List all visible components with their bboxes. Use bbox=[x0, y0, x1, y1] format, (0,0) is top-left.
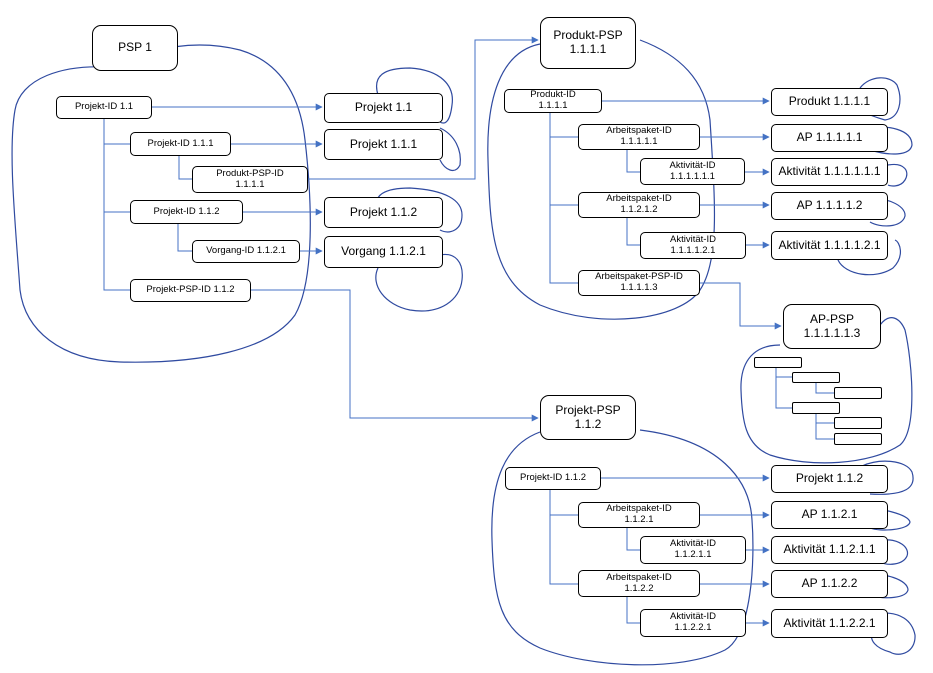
connector bbox=[178, 156, 192, 180]
produkt-1-1-1-1[interactable]: Produkt 1.1.1.1 bbox=[771, 88, 888, 116]
aktivitaet-1-1-2-2-1[interactable]: Aktivität 1.1.2.2.1 bbox=[771, 609, 888, 638]
ap-psp-mini-box bbox=[834, 433, 882, 445]
aktivitaet-1-1-1-1-1-1[interactable]: Aktivität 1.1.1.1.1.1 bbox=[771, 158, 888, 186]
arbeitspaket-id-2-rc[interactable]: Arbeitspaket-ID 1.1.2.2 bbox=[578, 570, 700, 597]
vorgang-1-1-2-1[interactable]: Vorgang 1.1.2.1 bbox=[324, 236, 443, 268]
aktivitaet-1-1-1-1-2-1[interactable]: Aktivität 1.1.1.1.2.1 bbox=[771, 231, 888, 260]
arbeitspaket-psp-id[interactable]: Arbeitspaket-PSP-ID 1.1.1.1.3 bbox=[578, 270, 700, 296]
arbeitspaket-id-2[interactable]: Arbeitspaket-ID 1.1.2.1.2 bbox=[578, 192, 700, 218]
aktivitaet-id-2-rc[interactable]: Aktivität-ID 1.1.2.2.1 bbox=[640, 609, 746, 637]
aktivitaet-id-2[interactable]: Aktivität-ID 1.1.1.1.2.1 bbox=[640, 232, 746, 259]
ap-1-1-1-1-2[interactable]: AP 1.1.1.1.2 bbox=[771, 192, 888, 220]
projekt-psp-id[interactable]: Projekt-PSP-ID 1.1.2 bbox=[130, 279, 251, 302]
connector bbox=[815, 414, 834, 440]
ap-1-1-2-1[interactable]: AP 1.1.2.1 bbox=[771, 501, 888, 529]
cloud-projekt-1-1-1 bbox=[439, 127, 461, 172]
connector bbox=[308, 36, 539, 180]
cloud-produkt-psp bbox=[487, 39, 716, 320]
projekt-1-1-1[interactable]: Projekt 1.1.1 bbox=[324, 129, 443, 160]
arbeitspaket-id-1[interactable]: Arbeitspaket-ID 1.1.1.1.1 bbox=[578, 124, 700, 150]
connector bbox=[775, 368, 792, 409]
cloud-akt-2-rc bbox=[870, 612, 916, 655]
ap-1-1-2-2[interactable]: AP 1.1.2.2 bbox=[771, 570, 888, 598]
connector bbox=[700, 282, 782, 330]
ap-psp-mini-box bbox=[792, 372, 840, 383]
cloud-psp1 bbox=[11, 44, 311, 363]
connector bbox=[549, 113, 578, 284]
connector bbox=[626, 597, 640, 624]
cloud-ap-psp bbox=[740, 317, 913, 464]
cloud-vorgang-1-1-2-1 bbox=[375, 253, 463, 312]
connectors bbox=[103, 36, 834, 627]
produkt-psp-title[interactable]: Produkt-PSP 1.1.1.1 bbox=[540, 17, 636, 69]
connector bbox=[251, 289, 539, 422]
aktivitaet-1-1-2-1-1[interactable]: Aktivität 1.1.2.1.1 bbox=[771, 536, 888, 564]
projekt-id-1-1[interactable]: Projekt-ID 1.1 bbox=[56, 96, 152, 119]
projekt-1-1-2-rc[interactable]: Projekt 1.1.2 bbox=[771, 465, 888, 493]
projekt-id-1-1-2-rc[interactable]: Projekt-ID 1.1.2 bbox=[505, 467, 601, 490]
cloud-produkt bbox=[859, 77, 901, 121]
projekt-id-1-1-1[interactable]: Projekt-ID 1.1.1 bbox=[130, 132, 231, 156]
connector bbox=[626, 528, 640, 551]
projekt-1-1-2[interactable]: Projekt 1.1.2 bbox=[324, 197, 443, 228]
projekt-psp-title[interactable]: Projekt-PSP 1.1.2 bbox=[540, 395, 636, 440]
cloud-projekt-rc bbox=[861, 460, 914, 495]
cloud-projekt-1-1-2 bbox=[376, 187, 463, 233]
cloud-akt-1-rc bbox=[879, 539, 909, 565]
projekt-id-1-1-2[interactable]: Projekt-ID 1.1.2 bbox=[130, 200, 243, 224]
cloud-akt-2 bbox=[837, 239, 901, 276]
cloud-akt-1 bbox=[887, 163, 908, 187]
arbeitspaket-id-1-rc[interactable]: Arbeitspaket-ID 1.1.2.1 bbox=[578, 502, 700, 528]
produkt-id[interactable]: Produkt-ID 1.1.1.1 bbox=[504, 89, 602, 113]
ap-psp-mini-box bbox=[792, 402, 840, 414]
aktivitaet-id-1-rc[interactable]: Aktivität-ID 1.1.2.1.1 bbox=[640, 536, 746, 564]
ap-1-1-1-1-1[interactable]: AP 1.1.1.1.1 bbox=[771, 124, 888, 152]
ap-psp-title[interactable]: AP-PSP 1.1.1.1.1.3 bbox=[783, 304, 881, 349]
ap-psp-mini-box bbox=[834, 417, 882, 429]
aktivitaet-id-1[interactable]: Aktivität-ID 1.1.1.1.1.1 bbox=[640, 158, 745, 185]
ap-psp-mini-box bbox=[834, 387, 882, 399]
ap-psp-mini-box bbox=[754, 357, 802, 368]
connector bbox=[177, 224, 192, 252]
psp1-title[interactable]: PSP 1 bbox=[92, 25, 178, 71]
projekt-1-1[interactable]: Projekt 1.1 bbox=[324, 93, 443, 123]
connector bbox=[626, 150, 640, 173]
vorgang-id[interactable]: Vorgang-ID 1.1.2.1 bbox=[192, 240, 300, 263]
cloud-projekt-1-1 bbox=[376, 67, 453, 124]
connector bbox=[626, 218, 640, 246]
connector bbox=[815, 383, 834, 394]
cloud-projekt-psp bbox=[491, 429, 754, 666]
connector bbox=[549, 490, 578, 585]
connector bbox=[103, 119, 130, 291]
produkt-psp-id[interactable]: Produkt-PSP-ID 1.1.1.1 bbox=[192, 166, 308, 193]
